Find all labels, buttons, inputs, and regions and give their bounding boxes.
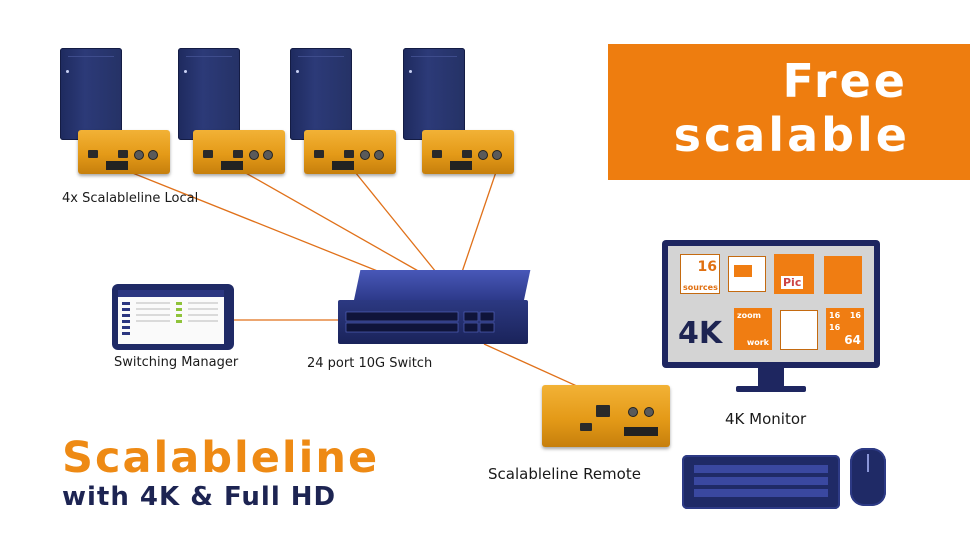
tile-zoom-work: zoom work	[734, 308, 772, 350]
brand-title: Scalableline	[62, 433, 380, 483]
switch-top	[354, 270, 531, 300]
monitor-stand-neck	[758, 368, 784, 388]
label-remote: Scalableline Remote	[488, 465, 641, 483]
tile-sources: 16 sources	[680, 254, 720, 294]
banner-line-1: Free	[782, 54, 908, 108]
server-tower-4	[403, 48, 465, 140]
label-switching-manager: Switching Manager	[114, 355, 239, 370]
switching-manager-screen	[118, 290, 224, 344]
link-local-4	[461, 171, 497, 273]
brand-subtitle: with 4K & Full HD	[62, 482, 337, 512]
monitor-screen: 16 sources Pic 4K zoom work 16 16 16 64	[668, 246, 874, 362]
network-switch	[338, 300, 528, 344]
monitor-stand-base	[736, 386, 806, 392]
tile-16-64: 16 16 16 64	[826, 308, 864, 350]
keyboard-keys	[694, 465, 828, 497]
scalableline-local-unit-3	[304, 130, 396, 174]
tile-pip: Pic	[774, 254, 814, 294]
label-monitor: 4K Monitor	[725, 410, 807, 428]
tile-multiview	[728, 256, 766, 292]
mouse	[850, 448, 886, 506]
server-tower-3	[290, 48, 352, 140]
link-remote	[483, 343, 591, 393]
link-local-3	[354, 171, 437, 273]
scalableline-local-unit-2	[193, 130, 285, 174]
scalableline-local-unit-1	[78, 130, 170, 174]
switching-matrix-graphic	[118, 290, 224, 335]
link-local-1	[129, 171, 381, 273]
badge-4k: 4K	[678, 316, 723, 351]
tile-grid	[780, 310, 818, 350]
label-switch: 24 port 10G Switch	[307, 356, 433, 371]
label-local-units: 4x Scalableline Local	[62, 191, 199, 206]
scalableline-local-unit-4	[422, 130, 514, 174]
server-tower-2	[178, 48, 240, 140]
switch-ports	[345, 311, 495, 333]
free-scalable-banner: Free scalable	[608, 44, 970, 180]
server-tower-1	[60, 48, 122, 140]
link-local-2	[243, 171, 421, 273]
keyboard	[682, 455, 840, 509]
scalableline-remote-unit	[542, 385, 670, 447]
tile-layout	[824, 256, 862, 294]
banner-line-2: scalable	[673, 108, 910, 162]
